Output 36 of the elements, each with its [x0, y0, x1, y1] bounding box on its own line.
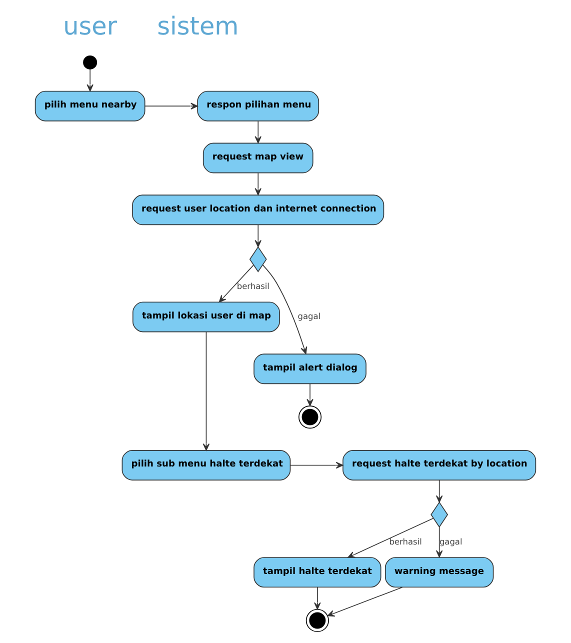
- label: sistem: [157, 11, 239, 40]
- arrow: [144, 102, 198, 110]
- edge-label: gagal: [439, 536, 462, 546]
- arrow: [436, 526, 443, 558]
- edge-label: gagal: [298, 311, 321, 322]
- node-diamond: [249, 246, 267, 272]
- node-box: warning message: [384, 557, 494, 588]
- node-circle: [298, 406, 322, 429]
- node-circle: [306, 608, 329, 632]
- node-box: request map view: [202, 142, 314, 174]
- arrow: [218, 264, 254, 303]
- label: user: [63, 11, 118, 40]
- node-box: respon pilihan menu: [197, 90, 320, 122]
- node-box: tampil lokasi user di map: [132, 302, 280, 332]
- arrow: [290, 462, 344, 469]
- arrow: [254, 172, 262, 196]
- node-circle: [83, 55, 98, 70]
- arrow: [327, 586, 403, 617]
- arrow: [254, 224, 262, 248]
- arrow: [86, 68, 94, 92]
- edge-label: berhasil: [389, 536, 422, 546]
- node-box: pilih menu nearby: [34, 90, 146, 122]
- node-box: tampil alert dialog: [254, 354, 366, 384]
- arrow: [202, 331, 210, 451]
- arrow: [436, 480, 443, 503]
- arrow: [254, 120, 262, 144]
- node-box: tampil halte terdekat: [254, 557, 382, 588]
- node-box: request halte terdekat by location: [342, 450, 536, 480]
- node-box: pilih sub menu halte terdekat: [122, 450, 291, 480]
- arrow: [348, 518, 434, 558]
- edge-label: berhasil: [236, 280, 270, 291]
- arrow: [314, 586, 321, 610]
- arrow: [306, 384, 314, 406]
- node-box: request user location dan internet connection: [132, 194, 384, 226]
- arrow: [262, 264, 308, 354]
- node-diamond: [430, 502, 448, 528]
